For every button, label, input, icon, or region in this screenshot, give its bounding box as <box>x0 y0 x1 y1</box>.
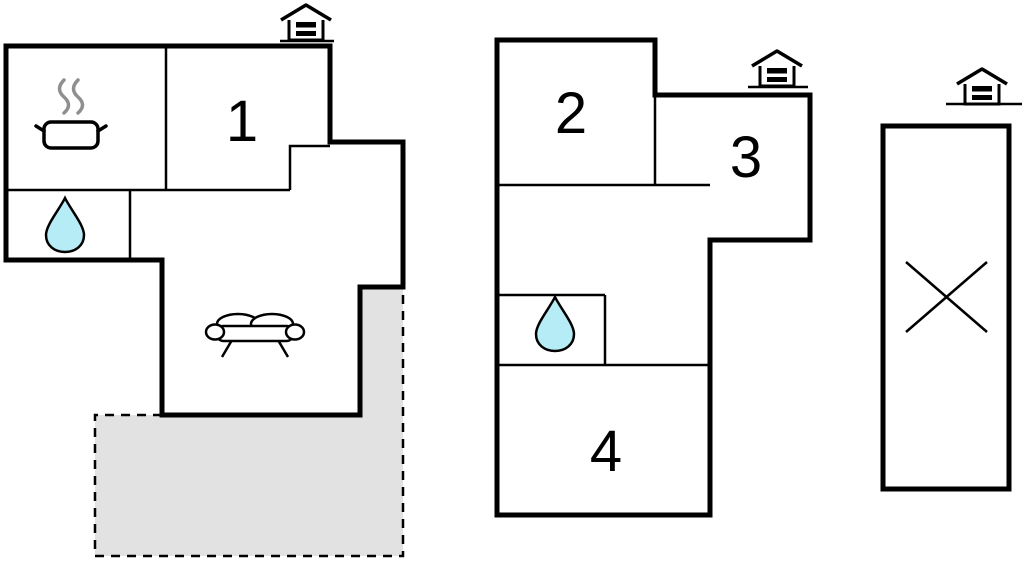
steaming-pot-icon <box>34 78 108 150</box>
entrance-house-icon <box>279 3 334 43</box>
room-4-label: 4 <box>590 419 622 484</box>
sofa-icon <box>204 312 306 358</box>
building-right <box>880 67 1022 492</box>
terrace-dashed-border <box>93 287 405 558</box>
exterior-walls-right-building <box>880 123 1012 492</box>
exterior-walls-left-building <box>3 43 406 418</box>
entrance-house-icon <box>946 67 1022 106</box>
room-2-label: 2 <box>555 81 587 146</box>
building-left: 1 <box>3 3 406 558</box>
room-1-label: 1 <box>226 89 258 154</box>
room-3-label: 3 <box>730 125 762 190</box>
terrace-fill <box>95 287 403 556</box>
exterior-walls-middle-building <box>494 37 813 518</box>
entrance-house-icon <box>748 49 808 89</box>
interior-walls-middle-building <box>497 95 710 367</box>
diagonal-cross-icon <box>905 261 988 333</box>
interior-walls-left-building <box>6 46 330 260</box>
building-middle: 2 3 4 <box>494 37 813 518</box>
terrace-area <box>93 287 405 558</box>
